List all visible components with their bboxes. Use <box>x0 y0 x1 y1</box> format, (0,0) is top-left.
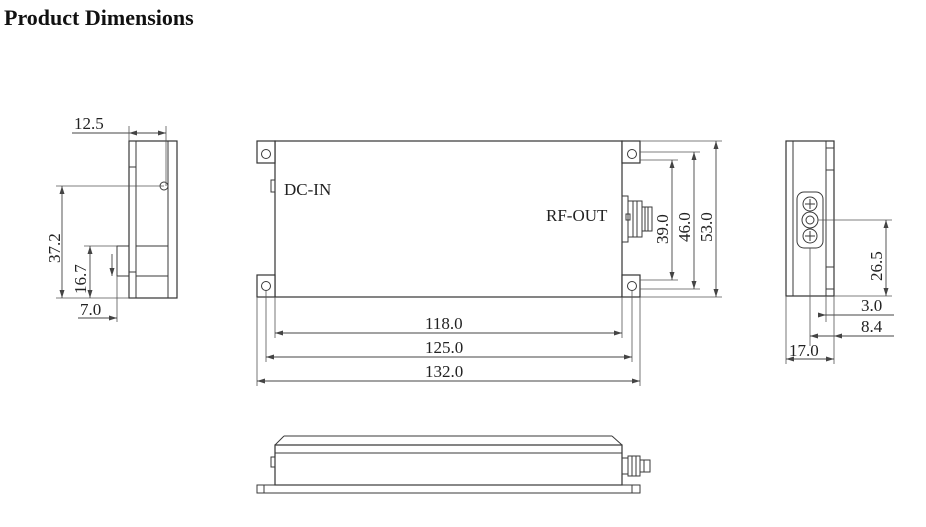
dim-length-mid: 125.0 <box>425 338 463 357</box>
dim-end-width: 17.0 <box>789 341 819 360</box>
bottom-view-body <box>274 444 623 486</box>
dim-side-base: 7.0 <box>80 300 101 319</box>
rf-out-connector <box>621 195 653 243</box>
mount-ear-tr <box>621 140 641 164</box>
dim-side-thickness: 12.5 <box>74 114 104 133</box>
dim-height-46: 46.0 <box>675 212 694 242</box>
dim-side-height-total: 37.2 <box>45 233 64 263</box>
front-view-body <box>274 140 623 298</box>
mount-ear-tl <box>256 140 276 164</box>
bottom-view <box>256 435 651 494</box>
dim-length-inner: 118.0 <box>425 314 463 333</box>
left-side-view: 12.5 37.2 16.7 7.0 <box>45 114 178 322</box>
dim-end-offset-3: 3.0 <box>861 296 882 315</box>
dim-height-39: 39.0 <box>653 214 672 244</box>
dc-in-label: DC-IN <box>284 180 331 199</box>
dim-side-height-mid: 16.7 <box>71 264 90 294</box>
dim-height-53: 53.0 <box>697 212 716 242</box>
dim-end-connector-height: 26.5 <box>867 251 886 281</box>
dim-end-offset-8: 8.4 <box>861 317 883 336</box>
dim-length-outer: 132.0 <box>425 362 463 381</box>
page-title: Product Dimensions <box>4 5 194 30</box>
rf-out-label: RF-OUT <box>546 206 608 225</box>
side-view-body <box>128 140 178 299</box>
mount-ear-br <box>621 274 641 298</box>
front-view: DC-IN RF-OUT 39.0 46.0 53.0 <box>256 140 722 386</box>
end-view: 26.5 3.0 8.4 17.0 <box>785 140 894 364</box>
bottom-rf-connector <box>621 455 651 477</box>
